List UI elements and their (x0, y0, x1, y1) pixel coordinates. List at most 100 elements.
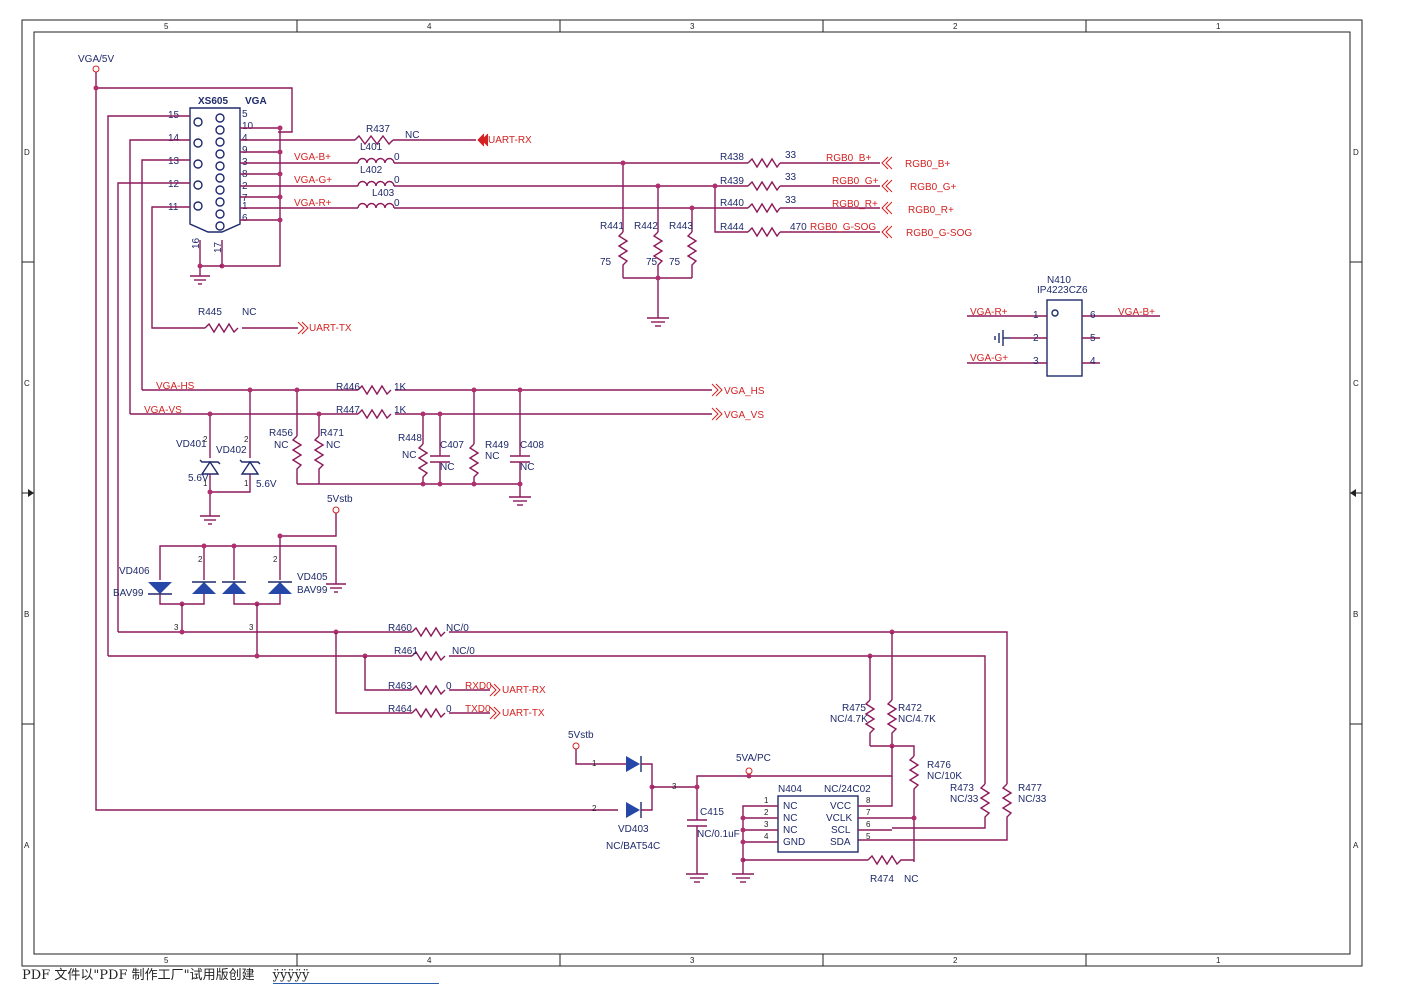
power-label: VGA/5V (78, 54, 114, 65)
net-uart-rx: UART-RX (502, 685, 546, 696)
val-VD403: NC/BAT54C (606, 841, 660, 852)
pin-num: 3 (1033, 356, 1039, 367)
val-R444: 470 (790, 222, 807, 233)
ref-VD403: VD403 (618, 824, 649, 835)
ref-R477: R477 (1018, 783, 1042, 794)
pin-num: 2 (764, 808, 769, 817)
pin-name: VCC (830, 801, 851, 812)
pin-num: 4 (1090, 356, 1096, 367)
ref-R460: R460 (388, 623, 412, 634)
vga-5v-rail: VGA/5V (78, 54, 618, 811)
val-L401: 0 (394, 152, 400, 163)
val-R445: NC (242, 307, 256, 318)
val-R471: NC (326, 440, 340, 451)
net-vga-b: VGA-B+ (294, 152, 331, 163)
col-label: 2 (953, 956, 958, 965)
ref-R442: R442 (634, 221, 658, 232)
val-R449: NC (485, 451, 499, 462)
val-L402: 0 (394, 175, 400, 186)
footer-link[interactable]: ÿÿÿÿÿ (272, 968, 440, 984)
pin-num: 9 (242, 145, 248, 156)
pin-num: 5 (242, 109, 248, 120)
col-label: 1 (1216, 956, 1221, 965)
val-VD405: BAV99 (297, 585, 328, 596)
ref-C408: C408 (520, 440, 544, 451)
val-R448: NC (402, 450, 416, 461)
net-rgb0-sog: RGB0_G-SOG (810, 222, 876, 233)
ref-R446: R446 (336, 382, 360, 393)
val-R463: 0 (446, 681, 452, 692)
port-vga-vs: VGA_VS (724, 410, 764, 421)
pin-num: 6 (1090, 310, 1096, 321)
val-R440: 33 (785, 195, 797, 206)
net-rxd0: RXD0 (465, 681, 492, 692)
val-R443: 75 (669, 257, 681, 268)
power-label: 5Vstb (568, 730, 594, 741)
net-uart-rx: UART-RX (488, 135, 532, 146)
pin-num: 2 (198, 555, 203, 564)
val-R474: NC (904, 874, 918, 885)
col-label: 5 (164, 22, 169, 31)
pin-num: 7 (242, 193, 248, 204)
pin-name: SDA (830, 837, 851, 848)
sync-section: VGA-HS VGA-VS R446 1K R447 1K VGA_HS VGA… (130, 381, 765, 525)
footer-text: PDF 文件以"PDF 制作工厂"试用版创建 (22, 968, 255, 983)
pin-num: 12 (168, 179, 180, 190)
pdf-footer: PDF 文件以"PDF 制作工厂"试用版创建 ÿÿÿÿÿ (22, 964, 440, 984)
col-label: 1 (1216, 22, 1221, 31)
ref-R463: R463 (388, 681, 412, 692)
ref-R447: R447 (336, 405, 360, 416)
val-R476: NC/10K (927, 771, 962, 782)
pin-num: 1 (1033, 310, 1039, 321)
col-label: 2 (953, 22, 958, 31)
net-rgb0-g: RGB0_G+ (832, 176, 879, 187)
port-rgb0-g: RGB0_G+ (910, 182, 957, 193)
pin-num: 2 (273, 555, 278, 564)
pin-num: 2 (592, 804, 597, 813)
ref-R473: R473 (950, 783, 974, 794)
vga-connector: XS605 VGA 15 14 13 12 11 5 10 4 9 3 8 2 … (107, 96, 283, 656)
net-uart-tx: UART-TX (502, 708, 545, 719)
val-R473: NC/33 (950, 794, 979, 805)
esd-ic-n410: N410 IP4223CZ6 1 2 3 4 5 6 VGA-R+ VGA-G+… (967, 275, 1160, 377)
row-label: B (1353, 610, 1358, 619)
ref-L401: L401 (360, 142, 383, 153)
net-uart-tx: UART-TX (309, 323, 352, 334)
clamp-diodes: 5Vstb VD406 BAV99 VD405 BAV99 2 2 3 3 (113, 494, 353, 656)
ref-R444: R444 (720, 222, 744, 233)
val-C407: NC (440, 462, 454, 473)
net-txd0: TXD0 (465, 704, 491, 715)
val-R438: 33 (785, 150, 797, 161)
net-rgb0-b: RGB0_B+ (826, 153, 871, 164)
val-R456: NC (274, 440, 288, 451)
pin-num: 3 (249, 623, 254, 632)
ref-VD402: VD402 (216, 445, 247, 456)
ref-R441: R441 (600, 221, 624, 232)
ref-R438: R438 (720, 152, 744, 163)
ic-part: NC/24C02 (824, 784, 871, 795)
ref-R476: R476 (927, 760, 951, 771)
val-VD402: 5.6V (256, 479, 277, 490)
ref-C415: C415 (700, 807, 724, 818)
ref-R474: R474 (870, 874, 894, 885)
val-L403: 0 (394, 198, 400, 209)
pin-num: 13 (168, 156, 180, 167)
val-R460: NC/0 (446, 623, 469, 634)
pin-num: 6 (242, 213, 248, 224)
ic-part: IP4223CZ6 (1037, 285, 1088, 296)
pin-num: 1 (242, 201, 248, 212)
ref-R440: R440 (720, 198, 744, 209)
row-label: A (1353, 841, 1359, 850)
pin-name: NC (783, 801, 797, 812)
pin-num: 4 (242, 133, 248, 144)
pin-num: 14 (168, 133, 180, 144)
ref-R449: R449 (485, 440, 509, 451)
pin-num: 5 (1090, 333, 1096, 344)
ref-R456: R456 (269, 428, 293, 439)
row-label: C (1353, 379, 1359, 388)
ref-VD405: VD405 (297, 572, 328, 583)
power-label: 5Vstb (327, 494, 353, 505)
col-label: 3 (690, 956, 695, 965)
val-VD401: 5.6V (188, 473, 209, 484)
